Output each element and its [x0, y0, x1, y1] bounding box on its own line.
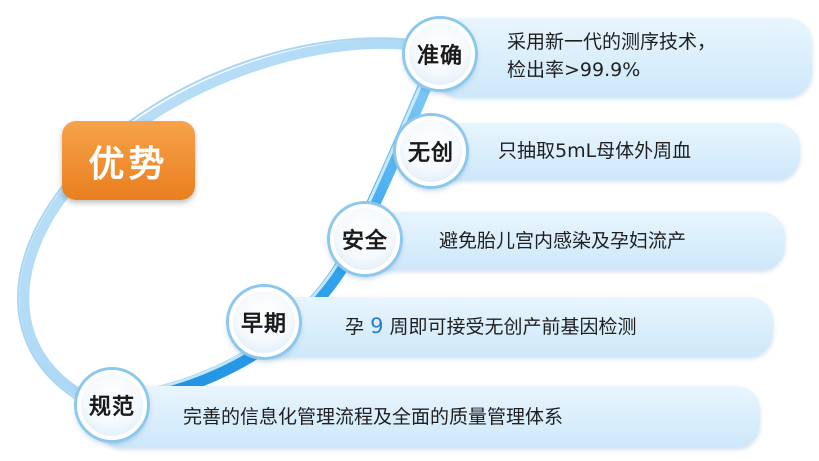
feature-circle-standard: 规范: [77, 370, 147, 440]
feature-circle-accuracy: 准确: [405, 19, 475, 89]
feature-circle-noninvasive: 无创: [396, 116, 466, 186]
feature-desc-early-weeks: 9: [370, 314, 384, 338]
feature-title-standard: 规范: [88, 395, 135, 420]
feature-desc-early: 孕 9 周即可接受无创产前基因检测: [345, 313, 637, 341]
feature-panel-standard: [100, 386, 760, 448]
feature-desc-early-post: 周即可接受无创产前基因检测: [389, 316, 637, 338]
feature-panel-early: [255, 297, 773, 357]
feature-desc-accuracy-line1: 采用新一代的测序技术，: [507, 31, 717, 53]
feature-desc-early-pre: 孕: [345, 316, 365, 338]
advantage-badge-label: 优势: [88, 143, 169, 185]
feature-circle-early: 早期: [229, 287, 299, 357]
feature-title-safety: 安全: [341, 229, 388, 254]
feature-panel-noninvasive: [420, 123, 800, 180]
feature-circle-safety: 安全: [330, 204, 400, 274]
feature-desc-standard: 完善的信息化管理流程及全面的质量管理体系: [183, 406, 564, 428]
feature-title-accuracy: 准确: [416, 44, 463, 69]
feature-desc-accuracy-line2: 检出率>99.9%: [507, 59, 641, 81]
feature-panel-accuracy: [436, 18, 812, 97]
feature-title-noninvasive: 无创: [407, 141, 454, 166]
feature-desc-safety: 避免胎儿宫内感染及孕妇流产: [439, 230, 687, 252]
feature-desc-noninvasive: 只抽取5mL母体外周血: [498, 140, 692, 162]
advantage-badge: 优势: [62, 121, 195, 200]
feature-title-early: 早期: [240, 312, 287, 337]
feature-panel-safety: [357, 212, 785, 270]
